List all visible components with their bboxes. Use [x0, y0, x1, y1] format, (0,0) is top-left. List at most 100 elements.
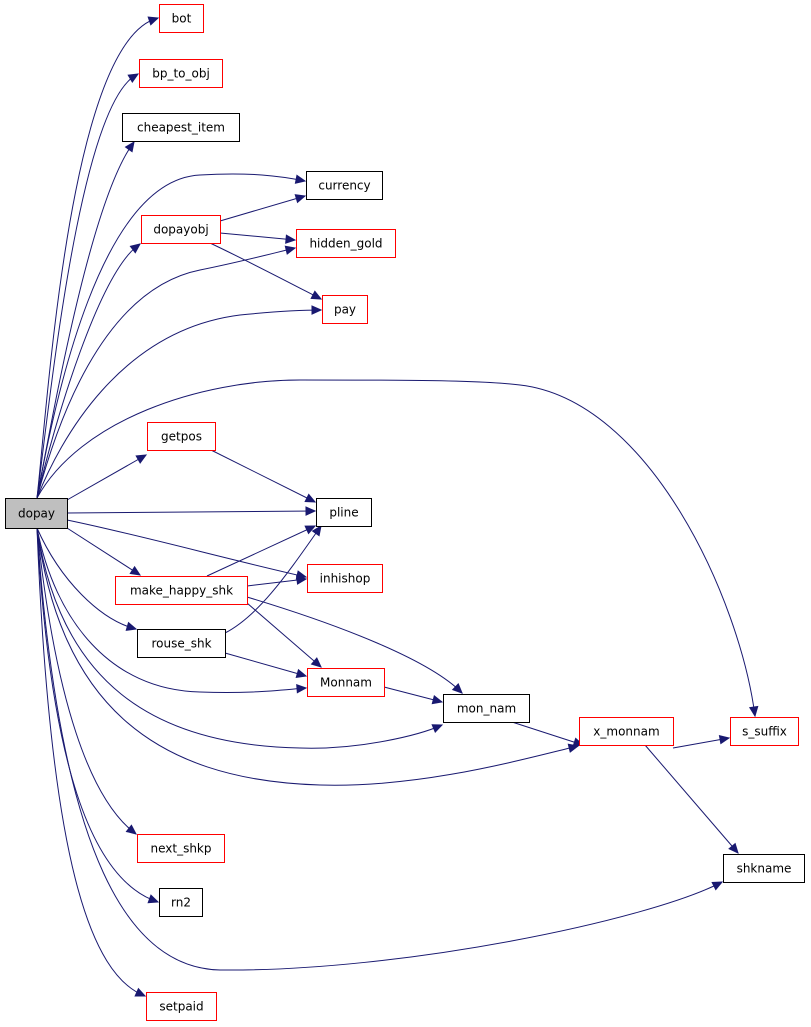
node-getpos[interactable]: getpos: [147, 422, 216, 451]
edge-dopay-to-hidden-gold: [36, 245, 297, 499]
edge-line: [210, 449, 316, 503]
edge-line: [36, 527, 146, 997]
node-label-setpaid: setpaid: [159, 1000, 203, 1014]
node-make-happy-shk[interactable]: make_happy_shk: [115, 576, 248, 605]
node-label-dopay: dopay: [18, 507, 55, 521]
edge-line: [209, 242, 322, 300]
node-x-monnam[interactable]: x_monnam: [579, 717, 674, 746]
node-hidden-gold[interactable]: hidden_gold: [296, 229, 396, 258]
node-pline[interactable]: pline: [316, 498, 372, 527]
edge-line: [644, 744, 739, 854]
node-label-bot: bot: [172, 12, 192, 26]
edge-x-monnam-to-s-suffix: [672, 734, 731, 749]
edge-arrowhead: [310, 657, 322, 668]
edge-line: [36, 527, 159, 903]
edge-arrowhead: [127, 73, 140, 83]
edge-arrowhead: [718, 734, 731, 745]
node-s-suffix[interactable]: s_suffix: [730, 717, 799, 746]
edge-line: [66, 454, 147, 501]
node-label-pay: pay: [334, 303, 356, 317]
edge-line: [246, 578, 307, 587]
edge-line: [36, 527, 137, 835]
node-currency[interactable]: currency: [306, 171, 383, 200]
edge-arrowhead: [451, 682, 463, 694]
edge-rouse-shk-to-monnam: [224, 652, 308, 678]
node-next-shkp[interactable]: next_shkp: [137, 834, 225, 863]
node-label-currency: currency: [318, 179, 370, 193]
edge-dopay-to-dopayobj: [36, 243, 141, 499]
edge-line: [224, 525, 322, 634]
node-label-x-monnam: x_monnam: [593, 725, 659, 739]
edge-line: [36, 527, 723, 971]
edge-dopay-to-inhishop: [66, 519, 308, 580]
edge-dopay-to-monnam: [36, 527, 308, 694]
node-label-monnam: Monnam: [320, 676, 372, 690]
edge-line: [36, 309, 322, 499]
edge-dopayobj-to-hidden-gold: [219, 232, 297, 244]
edge-line: [36, 247, 296, 499]
edge-arrowhead: [728, 842, 739, 854]
edge-dopay-to-setpaid: [36, 527, 147, 997]
node-shkname[interactable]: shkname: [723, 854, 805, 883]
node-label-rn2: rn2: [171, 896, 191, 910]
node-label-getpos: getpos: [161, 430, 202, 444]
edge-make-happy-shk-to-pline: [206, 525, 317, 577]
edges-layer: [36, 16, 759, 997]
edge-arrowhead: [431, 695, 444, 705]
edge-arrowhead: [711, 881, 724, 891]
edge-arrowhead: [125, 824, 137, 835]
node-mon-nam[interactable]: mon_nam: [443, 694, 530, 723]
edge-make-happy-shk-to-monnam: [246, 602, 322, 668]
edge-dopay-to-mon-nam: [36, 527, 444, 749]
node-label-hidden-gold: hidden_gold: [309, 237, 382, 251]
edge-line: [66, 527, 141, 576]
node-pay[interactable]: pay: [322, 295, 368, 324]
edge-arrowhead: [129, 243, 141, 254]
edge-line: [36, 527, 579, 786]
edge-line: [66, 519, 307, 578]
node-bp-to-obj[interactable]: bp_to_obj: [139, 59, 223, 88]
edge-arrowhead: [304, 525, 317, 535]
edge-arrowhead: [285, 234, 297, 244]
node-dopay[interactable]: dopay: [5, 498, 68, 529]
edge-line: [383, 686, 443, 703]
edge-arrowhead: [124, 140, 135, 153]
edge-arrowhead: [129, 565, 142, 576]
edge-dopay-to-bot: [36, 16, 160, 499]
edge-dopay-to-bp-to-obj: [36, 73, 140, 499]
edge-arrowhead: [748, 705, 759, 718]
node-rouse-shk[interactable]: rouse_shk: [137, 629, 226, 658]
node-label-pline: pline: [329, 506, 358, 520]
edge-line: [224, 652, 307, 677]
node-label-rouse-shk: rouse_shk: [151, 637, 211, 651]
node-dopayobj[interactable]: dopayobj: [141, 215, 221, 244]
edge-monnam-to-mon-nam: [383, 686, 444, 705]
edge-line: [219, 195, 306, 222]
node-cheapest-item[interactable]: cheapest_item: [122, 113, 240, 142]
node-monnam[interactable]: Monnam: [307, 668, 385, 697]
node-inhishop[interactable]: inhishop: [307, 564, 383, 593]
edge-dopayobj-to-pay: [209, 242, 323, 300]
edge-arrowhead: [295, 668, 308, 678]
edge-line: [36, 527, 443, 749]
node-label-make-happy-shk: make_happy_shk: [130, 584, 233, 598]
edge-arrowhead: [311, 524, 322, 537]
edge-arrowhead: [296, 684, 308, 694]
node-bot[interactable]: bot: [159, 4, 204, 33]
node-label-bp-to-obj: bp_to_obj: [152, 67, 210, 81]
node-setpaid[interactable]: setpaid: [146, 992, 217, 1021]
edge-dopay-to-s-suffix: [36, 379, 759, 718]
edge-make-happy-shk-to-inhishop: [246, 575, 308, 587]
edge-line: [36, 379, 756, 717]
edge-arrowhead: [135, 454, 148, 464]
edge-make-happy-shk-to-mon-nam: [246, 596, 463, 694]
edge-line: [36, 173, 306, 499]
node-rn2[interactable]: rn2: [159, 888, 203, 917]
edge-arrowhead: [284, 245, 297, 255]
edge-getpos-to-pline: [210, 449, 317, 503]
edge-arrowhead: [296, 575, 308, 585]
edge-arrowhead: [125, 621, 138, 631]
edge-arrowhead: [304, 493, 317, 503]
node-label-inhishop: inhishop: [320, 572, 371, 586]
edge-line: [206, 525, 316, 577]
